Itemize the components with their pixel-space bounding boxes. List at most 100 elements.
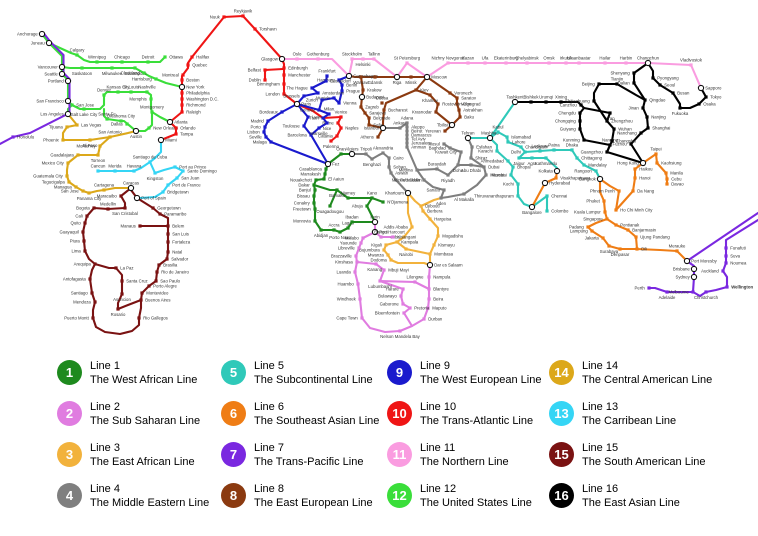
station-shanghai [646,126,650,130]
station-label: Shiraz [475,156,487,161]
station-voronezh [448,91,452,95]
station-label: Conakry [294,201,311,206]
station-label: Kolkata [538,169,553,174]
station-label: Lampung [570,229,589,234]
station-lilongwe [413,280,417,284]
station-label: Amman [411,145,426,150]
station-antofagasta [88,277,92,281]
station-kinshasa [355,260,359,264]
station-label: Yaounde [340,241,357,246]
station-label: Santa Fe [98,112,116,117]
station-label: Bridgetown [167,190,189,195]
station-label: Kuwait City [435,150,457,155]
station-ankara [398,126,402,130]
line-12-path [47,41,167,64]
station-label: Irkutsk [560,56,574,61]
station-san-jose [81,189,85,193]
station-label: Zhengzhou [611,119,633,124]
station-label: Noumea [730,261,747,266]
station-the-hague [310,86,314,90]
station-label: Shanghai [652,126,670,131]
station-al-makalla [462,192,466,196]
station-label: Astrakhan [463,108,483,113]
station-label: Puerto Montt [64,316,89,321]
station-label: New York [186,85,205,90]
line-16-path [632,61,650,102]
station-label: Krakow [367,88,382,93]
line-13-path [96,138,163,173]
station-label: Kiev [420,88,429,93]
station-label: Suva [730,254,740,259]
legend-line-label: Line 5 [254,359,284,372]
station-label: Padang [569,225,584,230]
station-label: Hyderabad [549,181,571,186]
station-puerto-montt [91,316,95,320]
station-label: Zagreb [365,105,379,110]
station-label: Bangkok [579,177,597,182]
station-label: Harbin [620,56,633,61]
station-label: Dublin [249,78,262,83]
station-label: Torshavn [259,27,277,32]
station-label: Kigali [371,243,382,248]
station-label: Bloemfontein [375,311,401,316]
station-frankfurt [325,74,329,78]
station-label: Mecca/Jeddah [392,178,421,183]
station-label: Quito [71,221,82,226]
station-baghdad [448,146,452,150]
station-label: Belfast [248,68,262,73]
station-label: Boston [186,78,200,83]
station-richmond [180,103,184,107]
station-label: Memphis [129,97,146,102]
station-juba [402,235,406,239]
station-lanzhou [579,103,583,107]
station-label: Cleveland [121,71,141,76]
station-label: Windhoek [337,297,357,302]
station-label: Torreon [91,158,106,163]
station-label: Juneau [31,41,46,46]
station-monrovia [313,219,317,223]
station-port-moresby [683,257,691,265]
station-label: Madrid [251,119,265,124]
station-mashhad [486,134,494,142]
station-nairobi [404,247,408,251]
station-label: Xi'an [605,116,615,121]
station-label: Fez [332,162,339,167]
station-belgrade [367,116,371,120]
station-chittagong [575,156,579,160]
station-label: Qingdao [649,98,666,103]
station-malaga [269,140,273,144]
station-kharkov [428,93,432,97]
station-lyon [306,115,310,119]
station-mexico-city [66,161,70,165]
station-label: Manila [670,171,683,176]
station-zhengzhou [605,119,609,123]
station-brussels [302,94,306,98]
station-windhoek [358,297,362,301]
station-label: Monrovia [293,219,311,224]
station-label: Aleppo [411,125,425,130]
legend-line-number-badge: 15 [549,442,574,467]
station-honolulu [11,135,15,139]
station-mbuji-mayi [382,268,386,272]
station-label: Vienna [343,101,357,106]
station-amman [405,145,409,149]
station-label: Rosario [111,312,126,317]
station-lisbon [262,130,266,134]
station-berlin [340,83,344,87]
station-adelaide [665,290,669,294]
station-label: Sao Paulo [160,279,180,284]
station-label: Busan [677,91,690,96]
station-label: Asuncion [113,297,131,302]
station-copenhagen [345,72,353,80]
station-lagos [346,226,350,230]
station-label: Anchorage [17,32,38,37]
station-athens [376,135,380,139]
station-label: Kharkov [422,98,439,103]
station-label: Nampula [433,275,451,280]
legend-line-name: The West African Line [90,373,198,386]
station-paris [293,100,301,108]
station-label: Helsinki [355,62,370,67]
legend-line-number-badge: 7 [221,442,246,467]
